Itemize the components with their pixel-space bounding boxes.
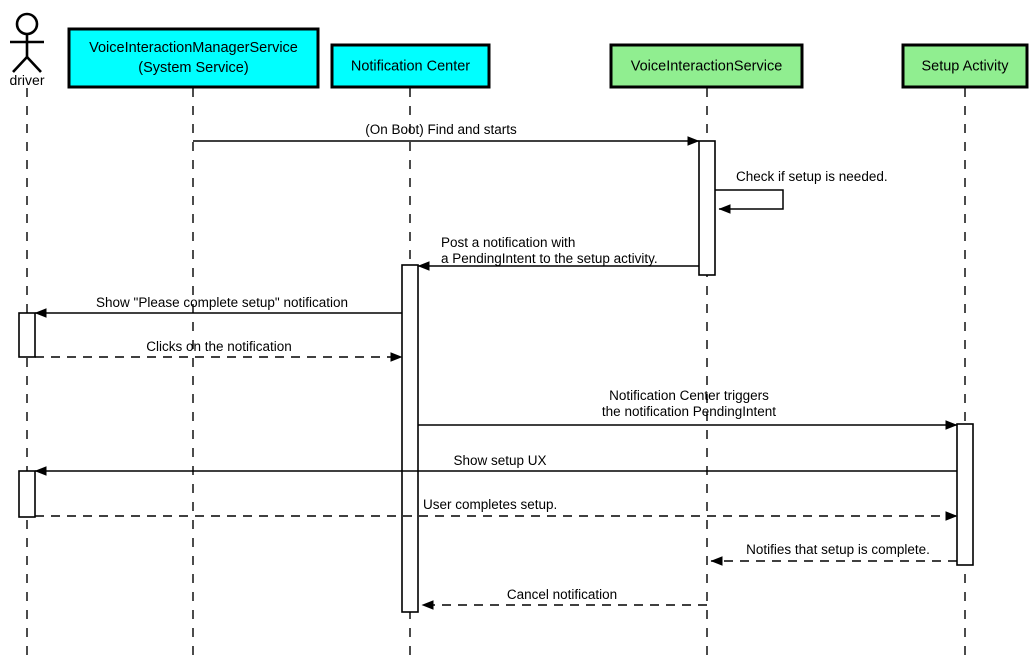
participant-box-notification-center-rect (330, 43, 491, 89)
message-user-completes-setup[interactable]: User completes setup. (35, 497, 958, 521)
message-notification-center-triggers-label-line2: the notification PendingIntent (602, 404, 776, 419)
actor-driver-label: driver (9, 72, 44, 88)
actor-head-icon (15, 12, 39, 36)
participant-box-setup-activity[interactable]: Setup Activity (901, 43, 1029, 89)
message-clicks-on-the-notification-label: Clicks on the notification (146, 339, 292, 354)
activation-bars-group (18, 140, 974, 613)
message-show-please-complete-setup-notification-label: Show "Please complete setup" notificatio… (96, 295, 348, 310)
message-post-a-notification-label-line1: Post a notification with (441, 235, 575, 250)
message-notifies-that-setup-is-complete[interactable]: Notifies that setup is complete. (710, 542, 957, 566)
participant-box-voiceinteractionservice[interactable]: VoiceInteractionService (609, 43, 804, 89)
message-user-completes-setup-label: User completes setup. (423, 497, 557, 512)
message-show-setup-ux-label: Show setup UX (453, 453, 546, 468)
message-clicks-on-the-notification[interactable]: Clicks on the notification (35, 339, 403, 362)
message-cancel-notification-label: Cancel notification (507, 587, 617, 602)
participant-box-vims-label-line1: VoiceInteractionManagerService (89, 40, 298, 56)
message-show-please-complete-setup-notification[interactable]: Show "Please complete setup" notificatio… (34, 295, 402, 318)
actor-driver[interactable]: driver (9, 12, 45, 88)
participant-box-setup-activity-rect (901, 43, 1029, 89)
activation-bar-driver-second (18, 470, 36, 518)
message-on-boot-find-and-starts-label: (On Boot) Find and starts (365, 122, 517, 137)
message-notification-center-triggers[interactable]: Notification Center triggers the notific… (418, 388, 958, 430)
message-show-setup-ux[interactable]: Show setup UX (34, 453, 957, 476)
participant-box-notification-center[interactable]: Notification Center (330, 43, 491, 89)
message-check-if-setup-is-needed[interactable]: Check if setup is needed. (715, 169, 888, 214)
participant-box-vims-rect (67, 27, 320, 89)
participant-box-vims[interactable]: VoiceInteractionManagerService (System S… (67, 27, 320, 89)
participant-box-voiceinteractionservice-rect (609, 43, 804, 89)
participant-box-vims-label-line2: (System Service) (138, 60, 248, 76)
participant-box-setup-activity-label: Setup Activity (921, 58, 1009, 74)
participant-box-voiceinteractionservice-label: VoiceInteractionService (631, 58, 783, 74)
message-on-boot-find-and-starts[interactable]: (On Boot) Find and starts (193, 122, 700, 146)
message-post-a-notification-label-line2: a PendingIntent to the setup activity. (441, 251, 658, 266)
participant-box-notification-center-label: Notification Center (351, 58, 470, 74)
message-notifies-that-setup-is-complete-label: Notifies that setup is complete. (746, 542, 930, 557)
activation-bar-driver-first (18, 312, 36, 358)
message-check-if-setup-is-needed-line (715, 189, 784, 214)
actor-leg-left-icon (12, 56, 28, 73)
activation-bar-setup-activity (956, 423, 974, 566)
activation-bar-notification-center (401, 264, 419, 613)
actor-leg-right-icon (26, 56, 42, 73)
message-check-if-setup-is-needed-label: Check if setup is needed. (736, 169, 888, 184)
message-notification-center-triggers-label-line1: Notification Center triggers (609, 388, 769, 403)
message-cancel-notification[interactable]: Cancel notification (421, 587, 707, 610)
message-post-a-notification[interactable]: Post a notification with a PendingIntent… (417, 235, 699, 271)
activation-bar-voiceinteractionservice (698, 140, 716, 276)
